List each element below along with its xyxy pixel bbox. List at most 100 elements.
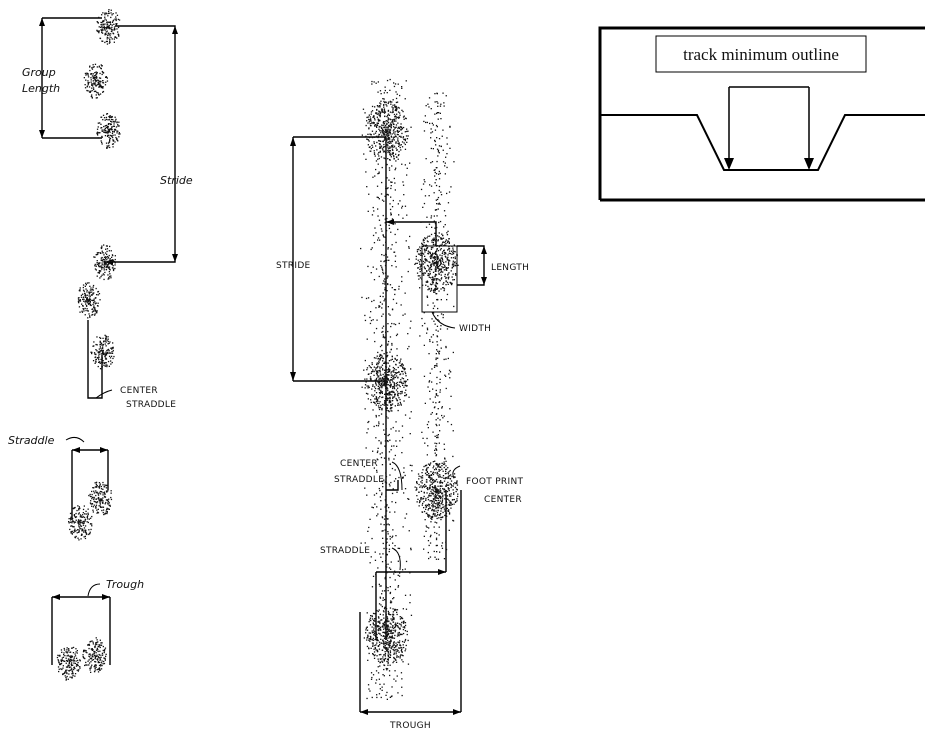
stipple-dot <box>102 360 104 362</box>
stipple-dot <box>388 506 390 509</box>
stipple-dot <box>106 131 108 133</box>
stipple-dot <box>385 505 388 507</box>
stipple-dot <box>449 483 451 485</box>
stipple-dot <box>107 352 109 355</box>
stipple-dot <box>432 246 434 249</box>
stipple-dot <box>443 488 445 490</box>
stipple-dot <box>400 129 402 131</box>
stipple-dot <box>428 475 430 477</box>
stipple-dot <box>74 536 76 538</box>
stipple-dot <box>103 265 106 268</box>
stipple-dot <box>378 120 380 122</box>
stipple-dot <box>93 341 95 343</box>
stipple-dot <box>92 656 94 658</box>
stipple-dot <box>387 661 389 663</box>
stipple-dot <box>388 394 390 396</box>
stipple-dot <box>444 252 447 254</box>
stipple-dot <box>420 247 422 250</box>
stipple-dot <box>384 402 387 405</box>
stipple-dot <box>445 239 447 241</box>
stipple-dot <box>425 464 428 466</box>
stipple-dot <box>402 476 404 479</box>
stipple-dot <box>88 494 90 497</box>
stipple-dot <box>392 632 395 634</box>
stipple-dot <box>99 646 101 649</box>
stipple-dot <box>118 132 120 134</box>
stipple-dot <box>383 675 385 677</box>
stipple-dot <box>113 131 115 133</box>
stipple-dot <box>104 657 106 659</box>
stipple-dot <box>92 659 95 661</box>
stipple-dot <box>395 105 397 108</box>
stipple-dot <box>400 645 402 647</box>
stipple-dot <box>434 227 436 229</box>
stipple-dot <box>102 260 104 262</box>
stipple-dot <box>381 315 383 317</box>
stipple-dot <box>90 351 92 353</box>
stipple-dot <box>417 498 419 500</box>
stipple-dot <box>411 464 413 467</box>
stipple-dot <box>389 641 391 643</box>
stipple-dot <box>397 131 399 133</box>
stipple-dot <box>377 447 379 449</box>
stipple-dot <box>109 275 111 278</box>
stipple-dot <box>373 657 376 659</box>
stipple-dot <box>394 511 396 513</box>
stipple-dot <box>435 124 438 127</box>
stipple-dot <box>378 105 380 107</box>
stipple-dot <box>454 264 456 266</box>
stipple-dot <box>380 604 382 606</box>
stipple-dot <box>107 126 109 128</box>
stipple-dot <box>401 382 403 385</box>
stipple-dot <box>98 486 100 488</box>
stipple-dot <box>405 375 407 377</box>
stipple-dot <box>95 506 97 509</box>
stipple-dot <box>381 494 383 496</box>
stipple-dot <box>106 13 108 15</box>
stipple-dot <box>442 161 445 163</box>
stipple-dot <box>390 125 393 127</box>
stipple-dot <box>383 404 385 406</box>
stipple-dot <box>393 617 395 619</box>
stipple-dot <box>457 493 459 495</box>
stipple-dot <box>91 640 93 642</box>
stipple-dot <box>93 292 95 294</box>
stipple-dot <box>445 253 447 255</box>
stipple-dot <box>83 77 85 79</box>
stipple-dot <box>416 501 418 503</box>
stipple-dot <box>114 18 116 20</box>
stipple-dot <box>404 313 406 315</box>
stipple-dot <box>389 284 392 286</box>
stipple-dot <box>387 362 389 364</box>
stipple-dot <box>396 491 398 493</box>
stipple-dot <box>390 376 392 379</box>
stipple-dot <box>397 585 400 587</box>
stipple-dot <box>100 275 102 278</box>
stipple-dot <box>365 158 367 160</box>
stipple-dot <box>386 115 388 118</box>
stipple-dot <box>383 353 385 355</box>
stipple-dot <box>436 436 438 439</box>
stipple-dot <box>430 265 432 268</box>
stipple-dot <box>74 667 76 670</box>
stipple-dot <box>389 203 391 205</box>
stipple-dot <box>381 660 383 662</box>
stipple-dot <box>102 119 104 121</box>
stipple-dot <box>395 126 397 128</box>
stipple-dot <box>371 388 373 390</box>
stipple-dot <box>104 486 106 488</box>
stipple-dot <box>385 152 387 154</box>
stipple-dot <box>367 139 369 141</box>
stipple-dot <box>441 499 444 502</box>
stipple-dot <box>111 14 113 16</box>
stipple-dot <box>424 483 426 486</box>
stipple-dot <box>426 237 428 239</box>
stipple-dot <box>88 532 91 535</box>
stipple-dot <box>436 258 439 261</box>
stipple-dot <box>439 401 441 403</box>
stipple-dot <box>95 269 97 271</box>
stipple-dot <box>388 147 390 149</box>
stipple-dot <box>390 404 392 407</box>
stipple-dot <box>379 150 381 152</box>
stipple-dot <box>108 268 111 270</box>
